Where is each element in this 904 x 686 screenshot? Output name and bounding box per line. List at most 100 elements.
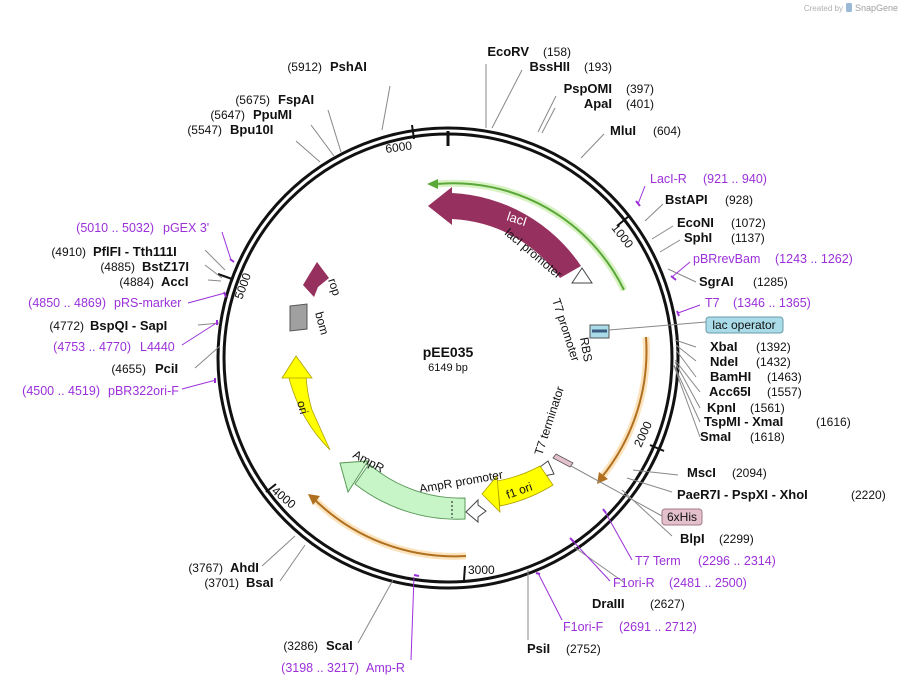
tick-label-5000: 5000 xyxy=(232,271,254,301)
svg-text:SphI: SphI xyxy=(684,230,712,245)
primer-laci-r[interactable]: LacI-R(921 .. 940) xyxy=(650,172,767,186)
enzyme-paer7i[interactable]: PaeR7I - PspXI - XhoI(2220) xyxy=(677,487,886,502)
primer-pgex3[interactable]: (5010 .. 5032)pGEX 3' xyxy=(76,221,209,235)
enzyme-bstapi[interactable]: BstAPI(928) xyxy=(665,192,753,207)
svg-text:Acc65I: Acc65I xyxy=(709,384,751,399)
primer-prs-marker[interactable]: (4850 .. 4869)pRS-marker xyxy=(28,296,181,310)
feature-rop[interactable]: rop xyxy=(303,262,344,298)
svg-text:pGEX 3': pGEX 3' xyxy=(163,221,209,235)
tick-6000: 6000 xyxy=(384,124,415,156)
enzyme-kpni[interactable]: KpnI(1561) xyxy=(707,400,785,415)
enzyme-econi[interactable]: EcoNI(1072) xyxy=(677,215,766,230)
primer-f1ori-f[interactable]: F1ori-F(2691 .. 2712) xyxy=(563,620,697,634)
svg-text:(5675): (5675) xyxy=(235,93,270,107)
enzyme-ahdi[interactable]: (3767)AhdI xyxy=(188,560,259,575)
enzyme-draiii[interactable]: DraIII(2627) xyxy=(592,596,685,611)
primer-pbr322ori-f[interactable]: (4500 .. 4519)pBR322ori-F xyxy=(22,384,179,398)
enzyme-bpu10i[interactable]: (5547)Bpu10I xyxy=(187,122,273,137)
feature-f1ori[interactable]: f1 ori xyxy=(481,465,554,514)
svg-text:ApaI: ApaI xyxy=(584,96,612,111)
svg-text:(401): (401) xyxy=(626,97,654,111)
enzyme-fspai[interactable]: (5675)FspAI xyxy=(235,92,314,107)
feature-laci[interactable]: lacI xyxy=(428,187,581,278)
enzyme-xbai[interactable]: XbaI(1392) xyxy=(710,339,791,354)
enzyme-pcii[interactable]: (4655)PciI xyxy=(111,361,178,376)
svg-text:(3701): (3701) xyxy=(204,576,239,590)
enzyme-bamhi[interactable]: BamHI(1463) xyxy=(710,369,802,384)
svg-text:Bpu10I: Bpu10I xyxy=(230,122,273,137)
enzyme-ppumi[interactable]: (5647)PpuMI xyxy=(210,107,292,122)
enzyme-blpi[interactable]: BlpI (2299) xyxy=(680,531,754,546)
enzyme-tspmi[interactable]: TspMI - XmaI (1616) xyxy=(704,414,851,429)
orf-laci-arc xyxy=(427,179,628,292)
enzyme-bspqi[interactable]: (4772)BspQI - SapI xyxy=(49,318,167,333)
svg-text:(604): (604) xyxy=(653,124,681,138)
svg-text:(1616): (1616) xyxy=(816,415,851,429)
svg-text:(2299): (2299) xyxy=(719,532,754,546)
svg-text:PspOMI: PspOMI xyxy=(564,81,612,96)
svg-text:(1346 .. 1365): (1346 .. 1365) xyxy=(733,296,811,310)
svg-text:BlpI: BlpI xyxy=(680,531,705,546)
primer-f1ori-r[interactable]: F1ori-R(2481 .. 2500) xyxy=(613,576,747,590)
svg-text:(1072): (1072) xyxy=(731,216,766,230)
svg-text:(2752): (2752) xyxy=(566,642,601,656)
enzyme-smai[interactable]: SmaI(1618) xyxy=(700,429,785,444)
feature-t7-terminator-mark xyxy=(552,453,574,468)
tick-label-1000: 1000 xyxy=(609,221,637,251)
6xhis-callout[interactable]: 6xHis xyxy=(570,465,703,526)
enzyme-ecorv[interactable]: EcoRV(158) xyxy=(487,44,571,59)
primer-l4440[interactable]: (4753 .. 4770)L4440 xyxy=(53,340,175,354)
feature-bom-label: bom xyxy=(312,310,332,336)
primer-pbrrevbam[interactable]: pBRrevBam(1243 .. 1262) xyxy=(693,252,853,266)
svg-text:(158): (158) xyxy=(543,45,571,59)
enzyme-pspomi[interactable]: PspOMI (397) xyxy=(564,81,654,96)
enzyme-bsshii[interactable]: BssHII(193) xyxy=(530,59,612,74)
enzyme-ndei[interactable]: NdeI (1432) xyxy=(710,354,791,369)
svg-text:(2094): (2094) xyxy=(732,466,767,480)
svg-text:T7: T7 xyxy=(705,296,720,310)
svg-text:(4910): (4910) xyxy=(51,245,86,259)
feature-laci-promoter-arrow xyxy=(571,267,593,284)
svg-text:(1243 .. 1262): (1243 .. 1262) xyxy=(775,252,853,266)
svg-text:(4772): (4772) xyxy=(49,319,84,333)
enzyme-sphi[interactable]: SphI(1137) xyxy=(684,230,765,245)
svg-text:XbaI: XbaI xyxy=(710,339,737,354)
lac-operator-callout[interactable]: lac operator xyxy=(608,316,784,334)
plasmid-length: 6149 bp xyxy=(428,362,468,374)
svg-text:(397): (397) xyxy=(626,82,654,96)
svg-text:SgrAI: SgrAI xyxy=(699,274,734,289)
svg-text:AccI: AccI xyxy=(161,274,188,289)
primer-amp-r[interactable]: (3198 .. 3217)Amp-R xyxy=(281,661,405,675)
primer-t7[interactable]: T7 (1346 .. 1365) xyxy=(705,296,811,310)
enzyme-acci[interactable]: (4884)AccI xyxy=(119,274,188,289)
svg-text:(1561): (1561) xyxy=(750,401,785,415)
svg-text:NdeI: NdeI xyxy=(710,354,738,369)
feature-ori[interactable]: ori xyxy=(281,355,331,451)
enzyme-pshai[interactable]: (5912)PshAI xyxy=(287,59,367,74)
enzyme-mlui[interactable]: MluI(604) xyxy=(610,123,681,138)
svg-text:PshAI: PshAI xyxy=(330,59,367,74)
feature-bom[interactable]: bom xyxy=(289,303,332,336)
svg-text:TspMI - XmaI: TspMI - XmaI xyxy=(704,414,783,429)
svg-text:T7 Term: T7 Term xyxy=(635,554,681,568)
svg-text:MscI: MscI xyxy=(687,465,716,480)
svg-text:PflFI - Tth111I: PflFI - Tth111I xyxy=(93,244,177,259)
svg-text:(921 .. 940): (921 .. 940) xyxy=(703,172,767,186)
enzyme-bsai[interactable]: (3701)BsaI xyxy=(204,575,273,590)
enzyme-psii[interactable]: PsiI(2752) xyxy=(527,641,601,656)
svg-text:AhdI: AhdI xyxy=(230,560,259,575)
enzyme-apai[interactable]: ApaI (401) xyxy=(584,96,654,111)
svg-text:(4885): (4885) xyxy=(100,260,135,274)
enzyme-acc65i[interactable]: Acc65I (1557) xyxy=(709,384,802,399)
svg-text:(4500 .. 4519): (4500 .. 4519) xyxy=(22,384,100,398)
primer-t7term[interactable]: T7 Term(2296 .. 2314) xyxy=(635,554,776,568)
svg-text:(1557): (1557) xyxy=(767,385,802,399)
svg-text:BssHII: BssHII xyxy=(530,59,570,74)
svg-text:(1432): (1432) xyxy=(756,355,791,369)
enzyme-bstz17i[interactable]: (4885)BstZ17I xyxy=(100,259,189,274)
enzyme-scai[interactable]: (3286)ScaI xyxy=(283,638,352,653)
enzyme-sgrai[interactable]: SgrAI(1285) xyxy=(699,274,788,289)
svg-text:(1618): (1618) xyxy=(750,430,785,444)
enzyme-pflfi[interactable]: (4910) PflFI - Tth111I xyxy=(51,244,176,259)
enzyme-msci[interactable]: MscI (2094) xyxy=(687,465,767,480)
